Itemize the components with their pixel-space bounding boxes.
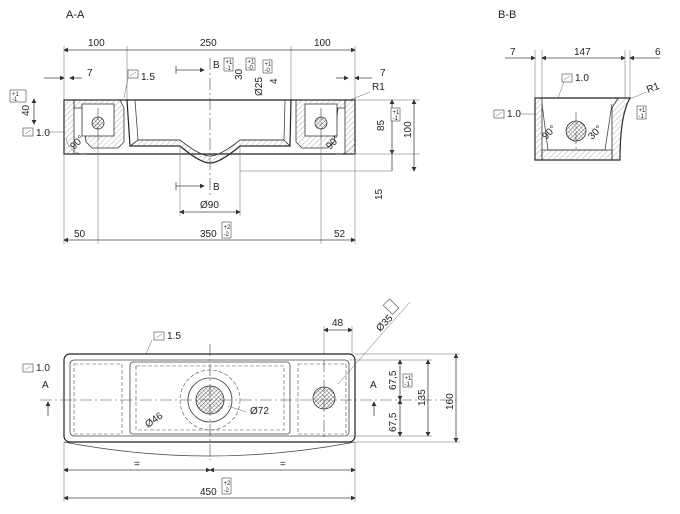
tol-25-lower: -0 xyxy=(265,68,271,74)
section-b-bottom-label: B xyxy=(213,182,220,193)
tol-350-lower: -2 xyxy=(224,232,230,238)
dim-bb-7: 7 xyxy=(510,47,516,58)
dim-aa-bottom-center: 350 xyxy=(200,229,217,240)
dim-aa-7-left: 7 xyxy=(87,68,93,79)
section-a-right-label: A xyxy=(370,380,377,391)
tol-25-upper: +1 xyxy=(265,62,273,68)
dim-aa-100: 100 xyxy=(403,121,414,138)
dim-plan-450: 450 xyxy=(200,487,217,498)
tol-67-5-upper: +1 xyxy=(405,376,413,382)
dia-plan-72: Ø72 xyxy=(250,406,269,417)
angle-bb-left: 90° xyxy=(540,124,558,142)
section-bb-title: B-B xyxy=(498,9,516,21)
tol-bb-upper: +1 xyxy=(639,108,647,114)
dia-aa-90: Ø90 xyxy=(200,200,219,211)
dim-aa-top-center: 250 xyxy=(200,38,217,49)
dim-aa-40: 40 xyxy=(21,104,32,116)
dim-plan-67-5-bottom: 67,5 xyxy=(388,412,399,432)
flatness-plan-1-0: 1.0 xyxy=(36,363,50,374)
tol-40-upper: +1 xyxy=(12,92,20,98)
radius-bb-r1: R1 xyxy=(645,81,661,96)
dim-plan-135: 135 xyxy=(417,389,428,406)
dim-aa-15: 15 xyxy=(374,188,385,200)
flatness-bb-left: 1.0 xyxy=(507,109,521,120)
tol-40-lower: -1 xyxy=(12,97,18,103)
section-a-left-label: A xyxy=(42,380,49,391)
tol-bb-lower: -1 xyxy=(639,114,645,120)
dim-aa-top-right: 100 xyxy=(314,38,331,49)
flatness-aa-1-5: 1.5 xyxy=(141,72,155,83)
dim-aa-bottom-left: 50 xyxy=(74,229,86,240)
dia-plan-35: Ø35 xyxy=(374,313,395,334)
tol-b-upper: +1 xyxy=(226,60,234,66)
dim-plan-67-5-top: 67,5 xyxy=(388,370,399,390)
flatness-plan-1-5: 1.5 xyxy=(167,331,181,342)
dim-bb-147: 147 xyxy=(574,47,591,58)
section-b-top-label: B xyxy=(213,60,220,71)
dim-aa-30: 30 xyxy=(234,68,245,80)
tol-100-lower: -1 xyxy=(393,116,399,122)
tol-67-5-lower: -1 xyxy=(405,382,411,388)
dim-aa-4: 4 xyxy=(269,78,280,84)
tol-350-upper: +2 xyxy=(224,225,232,231)
dim-aa-85: 85 xyxy=(376,119,387,131)
dim-aa-bottom-right: 52 xyxy=(334,229,346,240)
tol-30-lower: -0 xyxy=(248,66,254,72)
dim-aa-7-right: 7 xyxy=(380,68,386,79)
tol-30-upper: +1 xyxy=(248,60,256,66)
dia-aa-25: Ø25 xyxy=(254,77,265,96)
tol-100-upper: +1 xyxy=(393,110,401,116)
section-aa: A-A 100 250 100 7 7 1.5 B +1 -1 30 +1 -0 xyxy=(9,9,420,244)
section-aa-title: A-A xyxy=(66,9,85,21)
dia-plan-46: Ø46 xyxy=(143,410,165,430)
plan-view: 1.5 1.0 48 Ø35 xyxy=(22,298,460,502)
tol-450-lower: -2 xyxy=(224,488,230,494)
dim-plan-equal-right: = xyxy=(280,459,286,470)
section-bb: B-B 7 147 6 1.0 R1 1.0 90° 30° +1 -1 xyxy=(493,9,661,161)
angle-bb-right: 30° xyxy=(586,124,604,142)
radius-aa-r1: R1 xyxy=(372,82,385,93)
dim-aa-top-left: 100 xyxy=(88,38,105,49)
tol-450-upper: +2 xyxy=(224,481,232,487)
dim-plan-48: 48 xyxy=(332,318,344,329)
flatness-aa-1-0: 1.0 xyxy=(36,128,50,139)
flatness-bb-top: 1.0 xyxy=(575,73,589,84)
dim-bb-6: 6 xyxy=(655,47,661,58)
tol-b-lower: -1 xyxy=(226,66,232,72)
dim-plan-160: 160 xyxy=(445,393,456,410)
dim-plan-equal-left: = xyxy=(134,459,140,470)
